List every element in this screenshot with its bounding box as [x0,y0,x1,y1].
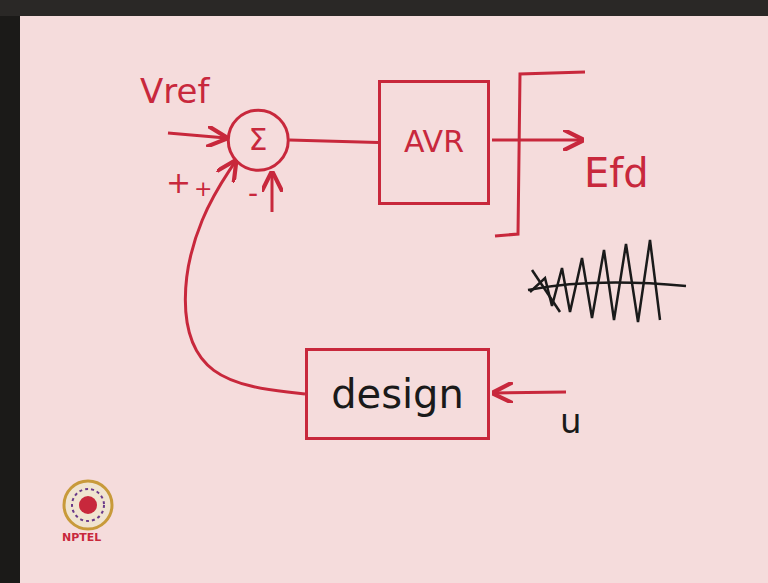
oscillation-sketch [530,240,660,322]
design-block: design [305,348,490,440]
output-arrow [492,139,582,142]
output-signal: Efd [584,150,649,196]
node-text: design [331,371,464,417]
node-text: Σ [249,123,268,158]
logo-text: NPTEL [62,532,101,545]
input-signal: u [560,402,582,441]
strike-line [528,283,686,290]
reference-arrow [168,133,226,138]
signal-connector [185,162,305,394]
paper-sheet [20,16,768,583]
reference-signal: Vref [140,72,209,111]
avr-block: AVR [378,80,490,205]
signal-connector [289,140,378,143]
minus-input-arrow [271,173,274,212]
strike-line [532,270,560,312]
sign-minus: - [248,178,258,210]
sign-plus: + [166,166,191,201]
limiter-bracket [495,72,585,236]
node-text: AVR [404,125,464,160]
summing-junction: Σ [227,109,290,172]
top-edge [0,0,768,16]
logo [64,481,112,529]
sign-plus: + [194,176,212,201]
input-arrow [494,392,566,393]
